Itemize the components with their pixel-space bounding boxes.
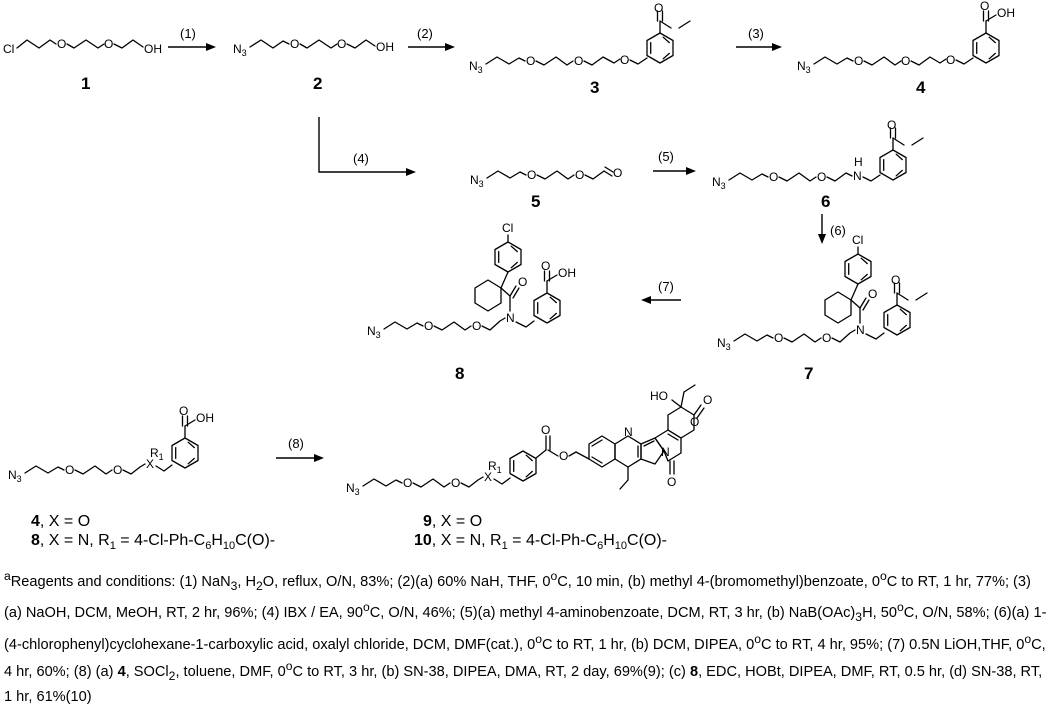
note-compound-8: 8, X = N, R1 = 4-Cl-Ph-C6H10C(O)- [31, 532, 275, 552]
n3-group: N3 [717, 336, 731, 352]
ho-atom: HO [650, 389, 668, 403]
n-atom: N [856, 323, 865, 337]
n-atom: N [661, 445, 670, 459]
o-atom: O [575, 168, 584, 182]
oh-atom: OH [558, 266, 576, 280]
o-atom: O [451, 476, 460, 490]
o-atom: O [113, 463, 122, 477]
n3-group: N3 [367, 324, 381, 340]
compound-6-structure: N3 O O N H O [712, 118, 924, 191]
compound-8-structure: N3 O O N O Cl O OH [367, 221, 576, 340]
o-atom: O [574, 54, 583, 68]
reaction-arrow-4 [318, 117, 408, 173]
o-atom: O [769, 170, 778, 184]
compound-5-structure: N3 O O O [470, 166, 622, 189]
o-atom: O [868, 287, 877, 301]
n3-group: N3 [8, 468, 22, 484]
o-atom: O [667, 475, 676, 489]
cl-atom: Cl [3, 42, 14, 56]
nh-atom: N [853, 169, 862, 183]
n3-group: N3 [346, 481, 360, 497]
note-compound-10: 10, X = N, R1 = 4-Cl-Ph-C6H10C(O)- [414, 532, 667, 552]
r1-group: R1 [488, 459, 502, 475]
oh-atom: OH [997, 6, 1015, 20]
o-atom: O [526, 54, 535, 68]
step-label-1: (1) [180, 26, 196, 41]
o-atom: O [57, 37, 66, 51]
o-atom: O [541, 423, 550, 437]
o-atom: O [541, 259, 550, 273]
compound-1-structure: Cl O O OH [3, 37, 162, 56]
reagents-and-conditions: aReagents and conditions: (1) NaN3, H2O,… [4, 569, 1047, 706]
h-atom: H [854, 155, 863, 169]
o-atom: O [774, 331, 783, 345]
compound-6-label: 6 [821, 192, 830, 211]
compound-8-label: 8 [455, 364, 464, 383]
cl-atom: Cl [502, 221, 513, 235]
x-atom: X [146, 457, 154, 471]
compound-7-structure: N3 O O N O Cl O [717, 233, 928, 352]
step-label-7: (7) [658, 279, 674, 294]
o-atom: O [891, 273, 900, 287]
r1-group: R1 [150, 446, 164, 462]
step-label-6: (6) [830, 223, 846, 238]
o-atom: O [817, 170, 826, 184]
n-atom: N [506, 311, 515, 325]
o-atom: O [654, 1, 663, 15]
o-atom: O [559, 449, 568, 463]
o-atom: O [104, 37, 113, 51]
o-atom: O [424, 319, 433, 333]
o-atom: O [822, 331, 831, 345]
oh-atom: OH [144, 42, 162, 56]
compound-5-label: 5 [531, 192, 540, 211]
generic-acid-structure: N3 O O X R1 O OH [8, 404, 214, 484]
oh-atom: OH [196, 411, 214, 425]
o-atom: O [337, 37, 346, 51]
step-label-2: (2) [417, 26, 433, 41]
compound-7-label: 7 [804, 364, 813, 383]
sn38-conjugate-structure: N3 O O X R1 O O N N [346, 384, 712, 497]
compound-4-label: 4 [916, 78, 926, 97]
compound-1-label: 1 [81, 74, 90, 93]
n3-group: N3 [469, 59, 483, 75]
o-atom: O [613, 166, 622, 180]
o-atom: O [65, 463, 74, 477]
step-label-8: (8) [288, 436, 304, 451]
o-atom: O [901, 54, 910, 68]
compound-3-structure: N3 O O O O [469, 1, 691, 75]
o-atom: O [290, 37, 299, 51]
compound-2-structure: N3 O O OH [233, 37, 394, 58]
o-atom: O [887, 118, 896, 132]
note-compound-4: 4, X = O [31, 513, 90, 530]
compound-2-label: 2 [313, 74, 322, 93]
note-compound-9: 9, X = O [423, 513, 482, 530]
step-label-3: (3) [748, 26, 764, 41]
o-atom: O [472, 319, 481, 333]
cl-atom: Cl [852, 233, 863, 247]
o-atom: O [518, 275, 527, 289]
compound-4-structure: N3 O O O O OH [797, 0, 1015, 75]
oh-atom: OH [376, 40, 394, 54]
x-atom: X [484, 470, 492, 484]
o-atom: O [620, 53, 629, 67]
o-atom: O [980, 0, 989, 13]
o-atom: O [179, 404, 188, 418]
o-atom: O [946, 53, 955, 67]
reaction-scheme: Cl O O OH 1 (1) N3 O O OH 2 (2) N3 O O O… [3, 0, 1015, 552]
n3-group: N3 [470, 173, 484, 189]
o-atom: O [854, 54, 863, 68]
n3-group: N3 [797, 59, 811, 75]
o-atom: O [527, 168, 536, 182]
compound-3-label: 3 [590, 78, 599, 97]
o-atom: O [403, 476, 412, 490]
step-label-5: (5) [658, 149, 674, 164]
step-label-4: (4) [353, 151, 369, 166]
n-atom: N [624, 425, 633, 439]
o-atom: O [703, 393, 712, 407]
o-atom: O [690, 415, 699, 429]
n3-group: N3 [233, 42, 247, 58]
n3-group: N3 [712, 175, 726, 191]
